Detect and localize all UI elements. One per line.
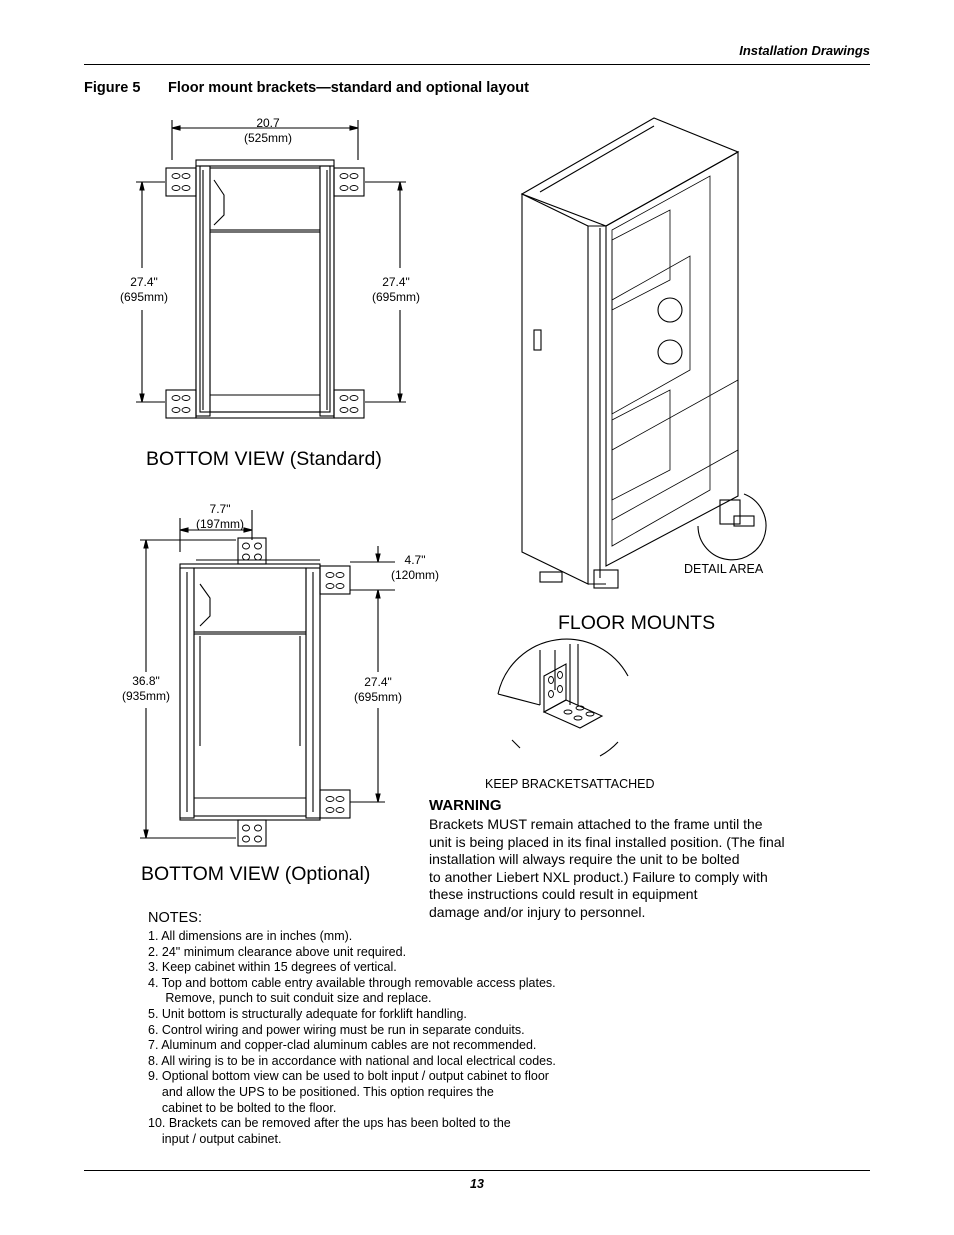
warning-line: Brackets MUST remain attached to the fra… xyxy=(429,816,763,832)
standard-right-mm: (695mm) xyxy=(371,290,420,304)
standard-width-mm: (525mm) xyxy=(243,131,292,145)
standard-left-mm: (695mm) xyxy=(119,290,168,304)
warning-line: these instructions could result in equip… xyxy=(429,886,698,902)
notes-title: NOTES: xyxy=(148,910,202,926)
standard-view-title: BOTTOM VIEW (Standard) xyxy=(146,448,382,470)
page-number: 13 xyxy=(470,1177,484,1191)
optional-side-mm: (120mm) xyxy=(390,568,439,582)
header-rule xyxy=(84,64,870,65)
note-item: 3. Keep cabinet within 15 degrees of ver… xyxy=(148,960,397,975)
note-item: 1. All dimensions are in inches (mm). xyxy=(148,929,353,943)
figure-label: Figure 5 xyxy=(84,80,141,96)
warning-line: to another Liebert NXL product.) Failure… xyxy=(429,868,768,885)
note-item: input / output cabinet. xyxy=(148,1131,282,1146)
standard-width-dimension: 20.7 (525mm) xyxy=(228,116,308,146)
optional-left-in: 36.8" xyxy=(132,674,160,688)
standard-right-dimension: 27.4" (695mm) xyxy=(356,275,436,305)
optional-bottom-view-drawing xyxy=(140,510,395,847)
note-item: 9. Optional bottom view can be used to b… xyxy=(148,1069,549,1084)
cabinet-isometric-drawing xyxy=(520,117,767,589)
note-item: cabinet to be bolted to the floor. xyxy=(148,1100,337,1115)
warning-line: installation will always require the uni… xyxy=(429,851,740,867)
standard-bottom-view-drawing xyxy=(136,120,406,419)
optional-right-in: 27.4" xyxy=(364,675,392,689)
warning-line: damage and/or injury to personnel. xyxy=(429,903,646,920)
note-item: 6. Control wiring and power wiring must … xyxy=(148,1022,525,1037)
optional-top-mm: (197mm) xyxy=(195,517,244,531)
note-item: 5. Unit bottom is structurally adequate … xyxy=(148,1006,467,1021)
optional-view-title: BOTTOM VIEW (Optional) xyxy=(141,863,371,885)
warning-body: Brackets MUST remain attached to the fra… xyxy=(429,816,859,921)
warning-line: unit is being placed in its final instal… xyxy=(429,833,785,850)
optional-left-dimension: 36.8" (935mm) xyxy=(106,674,186,704)
keep-brackets-label: KEEP BRACKETSATTACHED xyxy=(485,777,655,791)
warning-title: WARNING xyxy=(429,797,502,814)
note-item: 10. Brackets can be removed after the up… xyxy=(148,1116,511,1131)
optional-top-dimension: 7.7" (197mm) xyxy=(180,502,260,532)
optional-top-in: 7.7" xyxy=(209,502,231,516)
standard-left-dimension: 27.4" (695mm) xyxy=(104,275,184,305)
note-item: 8. All wiring is to be in accordance wit… xyxy=(148,1053,556,1068)
note-item: 4. Top and bottom cable entry available … xyxy=(148,975,556,990)
floor-mount-detail-drawing xyxy=(497,638,629,757)
note-item: 2. 24" minimum clearance above unit requ… xyxy=(148,944,407,959)
optional-left-mm: (935mm) xyxy=(121,689,170,703)
note-item: 7. Aluminum and copper-clad aluminum cab… xyxy=(148,1038,537,1053)
standard-right-in: 27.4" xyxy=(382,275,410,289)
notes-list: 1. All dimensions are in inches (mm). 2.… xyxy=(148,929,556,1147)
figure-title: Floor mount brackets—standard and option… xyxy=(168,80,529,96)
floor-mounts-title: FLOOR MOUNTS xyxy=(558,612,716,634)
optional-side-in: 4.7" xyxy=(404,553,426,567)
footer-rule xyxy=(84,1170,870,1171)
detail-area-label: DETAIL AREA xyxy=(684,562,764,576)
section-header: Installation Drawings xyxy=(739,43,870,58)
standard-left-in: 27.4" xyxy=(130,275,158,289)
optional-side-dimension: 4.7" (120mm) xyxy=(376,553,454,583)
note-item: and allow the UPS to be positioned. This… xyxy=(148,1084,494,1099)
figure-caption: Figure 5 Floor mount brackets—standard an… xyxy=(84,80,529,96)
optional-right-mm: (695mm) xyxy=(353,690,402,704)
optional-right-dimension: 27.4" (695mm) xyxy=(338,675,418,705)
note-item: Remove, punch to suit conduit size and r… xyxy=(148,991,432,1006)
standard-width-in: 20.7 xyxy=(256,116,280,130)
